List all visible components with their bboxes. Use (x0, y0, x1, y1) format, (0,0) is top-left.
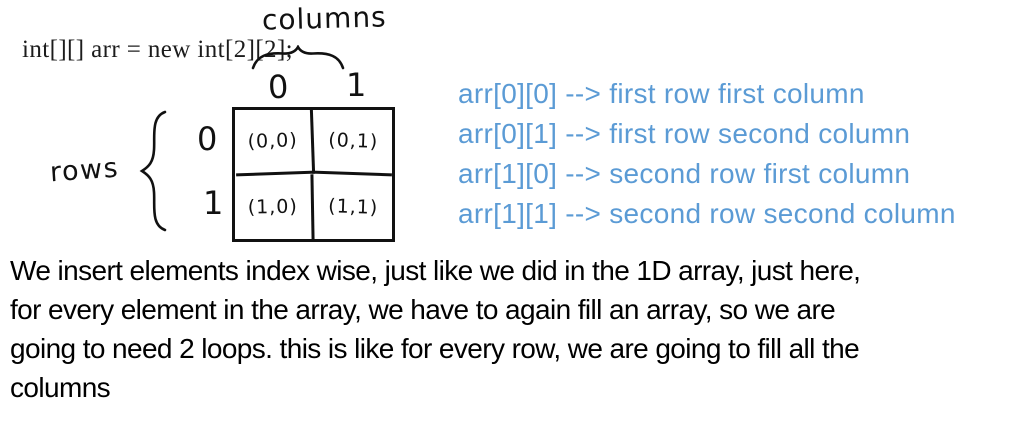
column-header-1: 1 (346, 66, 367, 104)
explanation-paragraph: We insert elements index wise, just like… (10, 251, 861, 407)
array-declaration-code: int[][] arr = new int[2][2]; (22, 36, 294, 63)
row-header-0: 0 (197, 120, 218, 158)
index-legend: arr[0][0] --> first row first column arr… (458, 74, 956, 234)
legend-line-0: arr[0][0] --> first row first column (458, 78, 865, 109)
row-header-1: 1 (203, 184, 224, 222)
rows-label: rows (49, 152, 121, 189)
grid-cell-0-1: (0,1) (312, 108, 394, 176)
paragraph-line-0: We insert elements index wise, just like… (10, 255, 861, 286)
columns-label: columns (261, 0, 388, 37)
column-header-0: 0 (267, 67, 290, 107)
grid-cell-0-0: (0,0) (233, 108, 315, 176)
paragraph-line-3: columns (10, 372, 111, 403)
legend-line-1: arr[0][1] --> first row second column (458, 118, 911, 149)
legend-line-2: arr[1][0] --> second row first column (458, 158, 911, 189)
grid-cell-1-0: (1,0) (234, 173, 315, 240)
columns-brace-icon (251, 45, 345, 70)
legend-line-3: arr[1][1] --> second row second column (458, 198, 956, 229)
paragraph-line-2: going to need 2 loops. this is like for … (10, 333, 860, 364)
rows-brace-icon (139, 110, 167, 232)
array-grid: (0,0) (0,1) (1,0) (1,1) (232, 107, 395, 242)
paragraph-line-1: for every element in the array, we have … (10, 294, 836, 325)
grid-cell-1-1: (1,1) (327, 194, 379, 219)
